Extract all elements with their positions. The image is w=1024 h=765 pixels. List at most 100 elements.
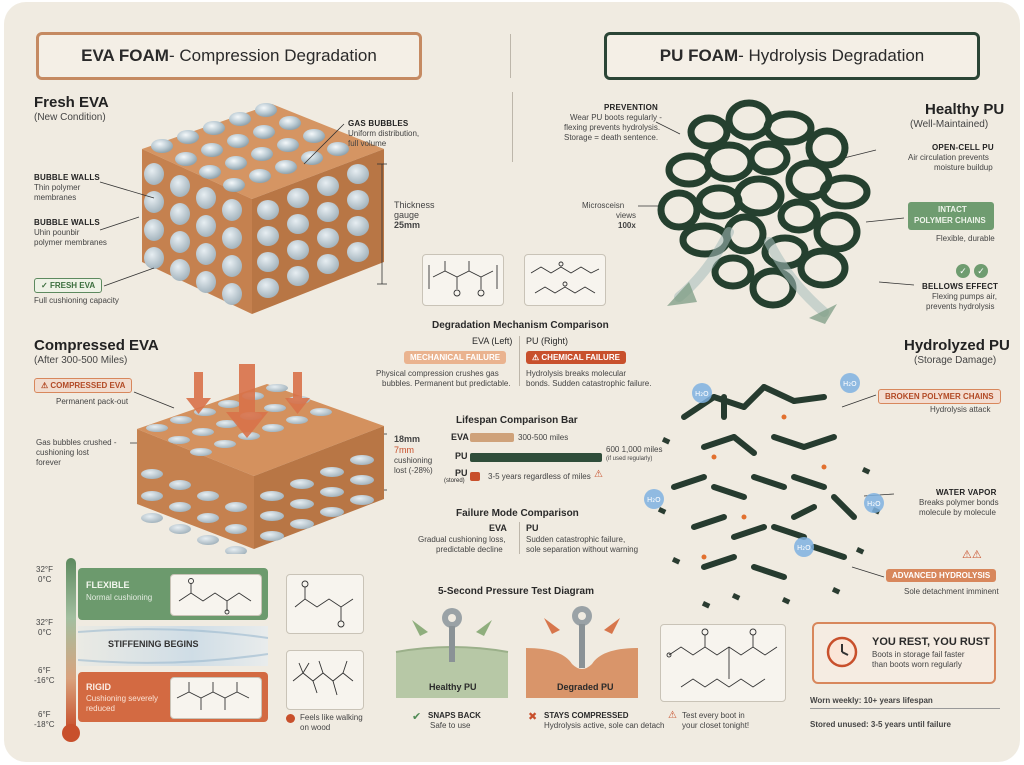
- failure-mode-pu-1: Sudden catastrophic failure,: [526, 535, 626, 544]
- eva-header: EVA FOAM - Compression Degradation: [36, 32, 422, 80]
- failure-mode-title: Failure Mode Comparison: [456, 508, 579, 519]
- prevention-label: PREVENTION: [604, 103, 659, 112]
- lifespan-pu-label: PU: [455, 451, 468, 461]
- crushed-bubble: [141, 513, 163, 523]
- snaps-back-label: SNAPS BACK: [428, 711, 481, 720]
- gas-bubble: [347, 216, 369, 236]
- gas-bubble: [251, 147, 273, 161]
- gas-bubble: [303, 129, 325, 143]
- hydrolyzed-pu-title: Hydrolyzed PU: [904, 337, 1010, 354]
- degraded-pu-label: Degraded PU: [557, 682, 614, 692]
- mechanical-failure-badge: MECHANICAL FAILURE: [404, 351, 507, 364]
- failure-mode-pu-2: sole separation without warning: [526, 545, 639, 554]
- compressed-eva-badge: ⚠ COMPRESSED EVA: [34, 378, 133, 393]
- failure-mode-eva-1: Gradual cushioning loss,: [418, 535, 506, 544]
- temp-2-f: 32°F: [36, 618, 53, 627]
- gas-bubble: [196, 271, 216, 293]
- cushioning-label: cushioning: [394, 456, 433, 465]
- water-droplet-icon: [840, 373, 860, 393]
- healthy-pu-subtitle: (Well-Maintained): [910, 119, 989, 130]
- microscope-label-1: Microsceisn: [582, 201, 625, 210]
- header-divider: [510, 34, 511, 78]
- x-circle-icon: ✖: [528, 711, 538, 723]
- gas-bubble: [196, 187, 216, 209]
- lifespan-pu-value: 600 1,000 miles: [606, 445, 663, 454]
- gas-bubble: [201, 143, 223, 157]
- compressed-eva-title: Compressed EVA: [34, 337, 159, 354]
- gas-bubbles-desc-1: Uniform distribution,: [348, 129, 420, 138]
- prevention-text-2: flexing prevents hydrolysis.: [564, 123, 661, 132]
- intact-desc: Flexible, durable: [936, 234, 995, 243]
- test-tip-1: Test every boot in: [682, 711, 745, 720]
- gas-bubble: [170, 259, 190, 281]
- h2o-label: H₂O: [647, 496, 661, 504]
- gas-bubble: [279, 116, 301, 130]
- gas-bubble: [287, 214, 309, 234]
- broken-chain: [771, 434, 807, 450]
- warning-icon: ⚠: [532, 353, 542, 362]
- broken-chain: [671, 474, 707, 490]
- crushed-bubble: [350, 495, 374, 505]
- foam-fragment: [701, 601, 711, 609]
- crushed-bubble: [141, 491, 163, 501]
- gas-bubble: [170, 231, 190, 253]
- water-droplet-icon: [692, 383, 712, 403]
- broken-chain: [751, 474, 787, 490]
- rest-rust-desc-1: Boots in storage fail faster: [872, 650, 965, 659]
- callout-divider: [810, 708, 1000, 709]
- hydrolyzed-pu-subtitle: (Storage Damage): [914, 355, 997, 366]
- h2o-label: H₂O: [843, 380, 857, 388]
- rigid-desc-1: Cushioning severely: [86, 694, 159, 703]
- bond-break-dot: [741, 514, 747, 520]
- open-cell: [813, 211, 861, 253]
- gas-bubble: [257, 200, 279, 220]
- bubble-walls-label-1: BUBBLE WALLS: [34, 173, 100, 182]
- gas-bubble: [151, 139, 173, 153]
- lifespan-bar-eva: [470, 433, 514, 442]
- lifespan-bar-pu: [470, 453, 602, 462]
- crushed-bubble: [264, 404, 286, 412]
- open-cell: [805, 127, 849, 169]
- broken-chain: [771, 524, 807, 540]
- foam-fragment: [657, 507, 667, 515]
- gas-bubble: [222, 255, 242, 277]
- rigid-zone: RIGID Cushioning severely reduced: [78, 672, 268, 722]
- prevention-text-3: Storage = death sentence.: [564, 133, 659, 142]
- gas-bubble: [257, 252, 279, 272]
- warning-icon: ⚠: [41, 381, 51, 390]
- cold-air-arrows: [78, 628, 268, 664]
- crushed-bubble: [225, 524, 247, 534]
- healthy-pu-foam-network: [657, 99, 871, 324]
- foam-fragment: [731, 593, 741, 601]
- stays-compressed-desc: Hydrolysis active, sole can detach: [544, 721, 665, 730]
- crushed-bubble: [310, 408, 332, 416]
- temp-1-c: 0°C: [38, 575, 52, 584]
- broken-chain: [701, 554, 737, 570]
- prevention-text-1: Wear PU boots regularly -: [570, 113, 662, 122]
- crushed-bubble: [192, 428, 214, 436]
- broken-chains-badge: BROKEN POLYMER CHAINS: [878, 389, 1001, 404]
- advanced-hydrolysis-badge: ADVANCED HYDROLYSIS: [886, 569, 997, 582]
- gas-bubble: [222, 199, 242, 221]
- gas-bubble: [317, 202, 339, 222]
- foam-fragment: [671, 557, 681, 565]
- thickness-value: 25mm: [394, 220, 421, 230]
- check-circle-icon: ✔: [412, 711, 422, 723]
- thickness-7mm: 7mm: [394, 445, 414, 455]
- crushed-bubble: [141, 469, 163, 479]
- intact-label-1: INTACT: [938, 205, 967, 214]
- broken-chain: [801, 434, 837, 450]
- chemical-desc-1: Hydrolysis breaks molecular: [526, 369, 627, 378]
- failure-mode-pu: PU: [526, 523, 539, 533]
- bond-break-dot: [821, 464, 827, 470]
- broken-chain: [761, 384, 797, 404]
- temp-4-c: -18°C: [34, 720, 55, 729]
- failure-mode-eva-2: predictable decline: [436, 545, 503, 554]
- crushed-bubble: [290, 519, 314, 529]
- pu-title-rest: - Hydrolysis Degradation: [738, 46, 925, 65]
- flexible-desc: Normal cushioning: [86, 593, 153, 602]
- crushed-bubble: [320, 467, 344, 477]
- broken-chain: [811, 544, 847, 560]
- eva-title-bold: EVA FOAM: [81, 46, 169, 65]
